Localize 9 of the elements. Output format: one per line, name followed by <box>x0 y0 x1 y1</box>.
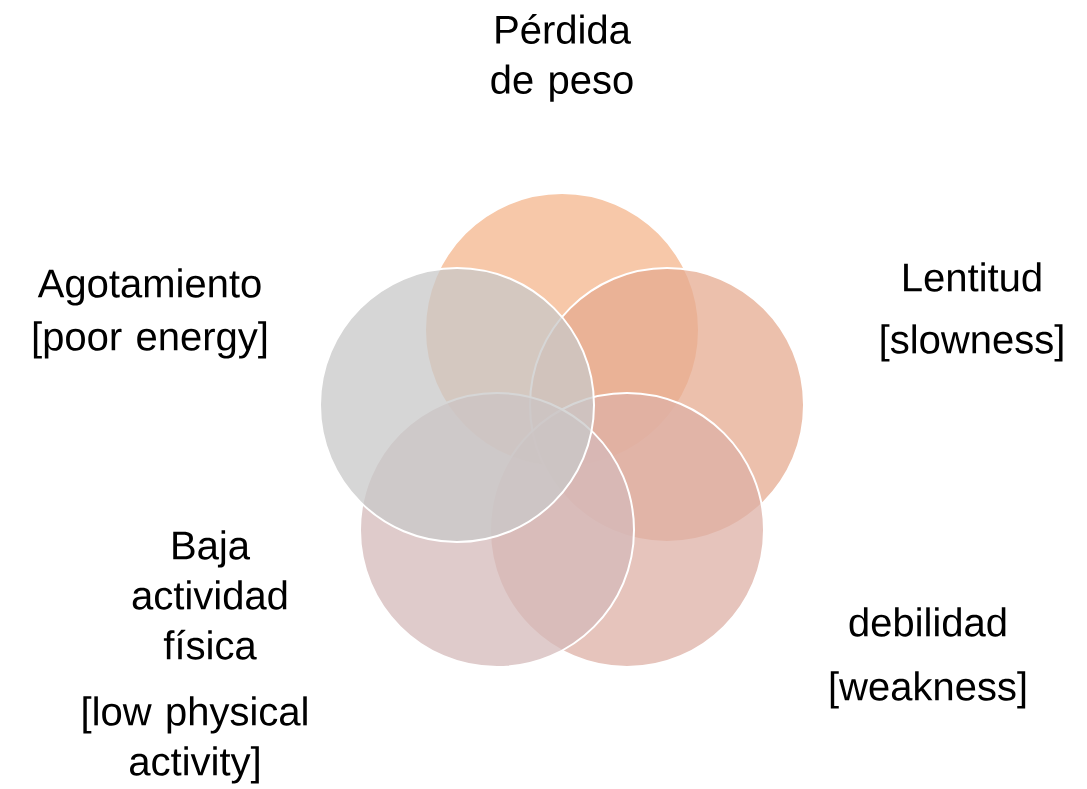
circle-label: Baja actividad física <box>132 530 287 660</box>
circle-label: [weakness] <box>830 671 1026 709</box>
circle-label: Agotamiento <box>37 268 261 306</box>
circle-label: [slowness] <box>881 324 1063 362</box>
circle-label: Pérdida de peso <box>491 14 633 102</box>
circle-label: [poor energy] <box>33 321 267 359</box>
circle-label: debilidad <box>849 607 1006 637</box>
circle-label: Lentitud <box>904 262 1041 292</box>
circle-label: [low physical activity] <box>83 696 307 784</box>
